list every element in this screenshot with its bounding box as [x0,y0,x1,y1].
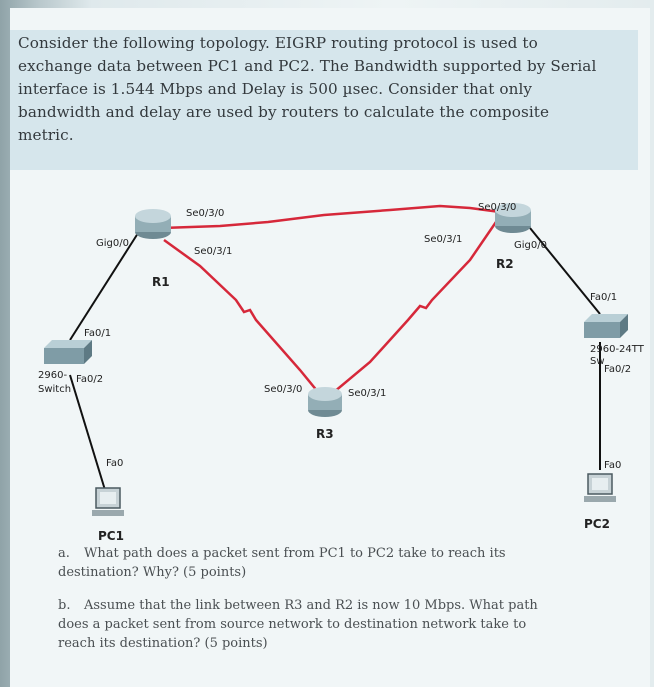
ethernet-link-r1-sw1 [69,229,141,341]
question-line: interface is 1.544 Mbps and Delay is 500… [18,80,533,98]
switch-1-model-label: 2960- [38,370,67,381]
question-line: exchange data between PC1 and PC2. The B… [18,57,597,75]
router-r3-icon [308,387,342,417]
pc2-icon [584,473,616,502]
pc1-icon [92,487,124,516]
router-r1-icon [135,209,171,239]
question-line: Consider the following topology. EIGRP r… [18,34,538,52]
switch-2-model-label: 2960-24TT [590,344,645,355]
router-r2-label: R2 [496,257,514,271]
r2-se031-label: Se0/3/1 [424,234,462,245]
question-b-marker: b. [58,598,71,613]
question-a: a. What path does a packet sent from PC1 … [58,544,506,582]
pc1-label: PC1 [98,529,124,543]
r1-se030-label: Se0/3/0 [186,208,224,219]
sw1-fa02-label: Fa0/2 [76,374,103,385]
switch-1-name-label: Switch [38,384,71,395]
question-b-line: reach its destination? (5 points) [58,636,268,651]
serial-link-r1-r2 [161,204,501,230]
serial-link-r3-r2 [333,221,498,393]
router-r2-icon [495,203,531,233]
switch-2-icon [584,314,628,338]
question-b: b. Assume that the link between R3 and R2… [58,596,538,653]
pc2-fa0-label: Fa0 [604,460,621,471]
question-line: metric. [18,126,74,144]
ethernet-link-sw1-pc1 [69,374,106,491]
r1-gig-label: Gig0/0 [96,238,129,249]
question-a-line: destination? Why? (5 points) [58,565,247,580]
pc2-label: PC2 [584,517,610,531]
r3-se030-label: Se0/3/0 [264,384,302,395]
pc1-fa0-label: Fa0 [106,458,123,469]
router-r1-label: R1 [152,275,170,289]
sw1-fa01-label: Fa0/1 [84,328,111,339]
question-paragraph: Consider the following topology. EIGRP r… [18,32,618,147]
r2-se030-label: Se0/3/0 [478,202,516,213]
router-r3-label: R3 [316,427,334,441]
question-b-line: Assume that the link between R3 and R2 i… [84,598,538,613]
question-line: bandwidth and delay are used by routers … [18,103,550,121]
switch-2-name-label: Sw [590,356,605,367]
sw2-fa01-label: Fa0/1 [590,292,617,303]
question-a-line: What path does a packet sent from PC1 to… [84,546,506,561]
serial-link-r1-r3 [163,238,319,393]
r3-se031-label: Se0/3/1 [348,388,386,399]
sw2-fa02-label: Fa0/2 [604,364,631,375]
question-a-marker: a. [58,546,70,561]
question-b-line: does a packet sent from source network t… [58,617,527,632]
ethernet-link-r2-sw2 [529,227,601,315]
question-box [10,30,638,170]
r2-gig-label: Gig0/0 [514,240,547,251]
switch-1-icon [44,340,92,364]
r1-se031-label: Se0/3/1 [194,246,232,257]
